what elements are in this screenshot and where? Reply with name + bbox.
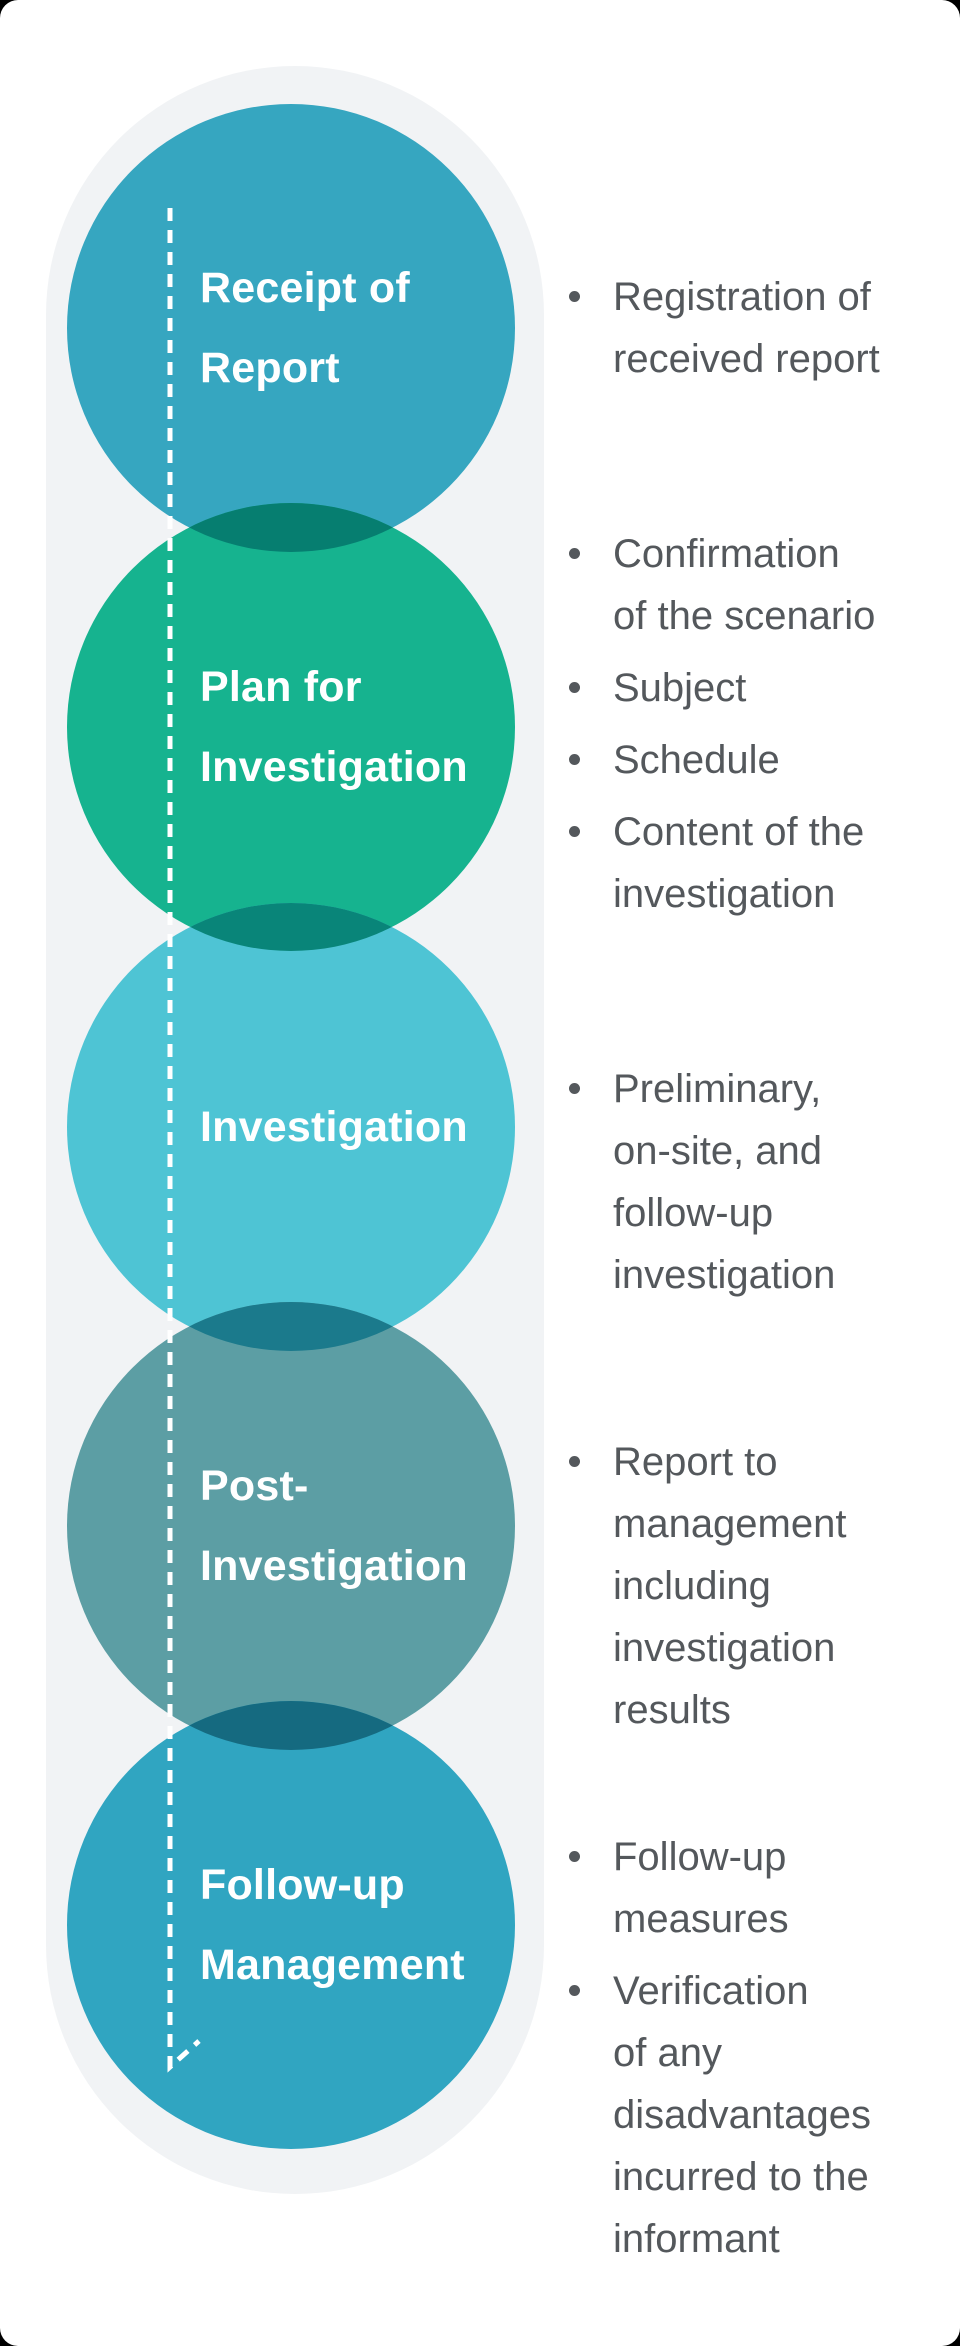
step-bullets-2: Confirmation of the scenario Subject Sch… <box>556 523 926 935</box>
bullet-dot-icon <box>569 1851 580 1862</box>
title-line: Receipt of <box>200 264 410 312</box>
step-title-follow-up-management: Follow-up Management <box>200 1845 580 2005</box>
step-title-receipt-of-report: Receipt of Report <box>200 248 580 408</box>
step-bullets-5: Follow-up measures Verification of any d… <box>556 1826 926 2280</box>
title-line: Investigation <box>200 1103 468 1151</box>
bullet-text: Subject <box>613 666 747 710</box>
title-line: Investigation <box>200 743 468 791</box>
bullet-text: Schedule <box>613 738 780 782</box>
title-line: Post- <box>200 1462 309 1510</box>
bullet-item: Content of the investigation <box>556 801 926 925</box>
bullet-text: Verification of any disadvantages incurr… <box>613 1969 871 2261</box>
bullet-item: Subject <box>556 657 926 719</box>
bullet-item: Registration of received report <box>556 266 926 390</box>
bullet-text: Preliminary, on-site, and follow-up inve… <box>613 1067 836 1297</box>
dashed-timeline-arrow-icon <box>167 208 201 2073</box>
title-line: Follow-up <box>200 1861 405 1909</box>
bullet-item: Preliminary, on-site, and follow-up inve… <box>556 1058 926 1306</box>
title-line: Plan for <box>200 663 362 711</box>
step-bullets-3: Preliminary, on-site, and follow-up inve… <box>556 1058 926 1316</box>
step-bullets-1: Registration of received report <box>556 266 926 400</box>
title-line: Management <box>200 1941 465 1989</box>
step-bullets-4: Report to management including investiga… <box>556 1431 926 1751</box>
bullet-dot-icon <box>569 291 580 302</box>
bullet-item: Schedule <box>556 729 926 791</box>
bullet-dot-icon <box>569 1985 580 1996</box>
bullet-dot-icon <box>569 1456 580 1467</box>
bullet-text: Report to management including investiga… <box>613 1440 847 1732</box>
bullet-text: Confirmation of the scenario <box>613 532 876 638</box>
bullet-item: Confirmation of the scenario <box>556 523 926 647</box>
bullet-dot-icon <box>569 754 580 765</box>
step-circle-3 <box>67 903 515 1351</box>
bullet-dot-icon <box>569 548 580 559</box>
step-title-investigation: Investigation <box>200 1047 580 1207</box>
bullet-dot-icon <box>569 826 580 837</box>
bullet-item: Report to management including investiga… <box>556 1431 926 1741</box>
step-title-plan-for-investigation: Plan for Investigation <box>200 647 580 807</box>
bullet-dot-icon <box>569 1083 580 1094</box>
title-line: Investigation <box>200 1542 468 1590</box>
step-circle-2 <box>67 503 515 951</box>
bullet-item: Verification of any disadvantages incurr… <box>556 1960 926 2270</box>
bullet-text: Follow-up measures <box>613 1835 789 1941</box>
step-title-post-investigation: Post- Investigation <box>200 1446 580 1606</box>
step-circle-5 <box>67 1701 515 2149</box>
step-circle-1 <box>67 104 515 552</box>
bullet-text: Registration of received report <box>613 275 880 381</box>
bullet-dot-icon <box>569 682 580 693</box>
bullet-text: Content of the investigation <box>613 810 865 916</box>
step-circle-4 <box>67 1302 515 1750</box>
bullet-item: Follow-up measures <box>556 1826 926 1950</box>
title-line: Report <box>200 344 340 392</box>
